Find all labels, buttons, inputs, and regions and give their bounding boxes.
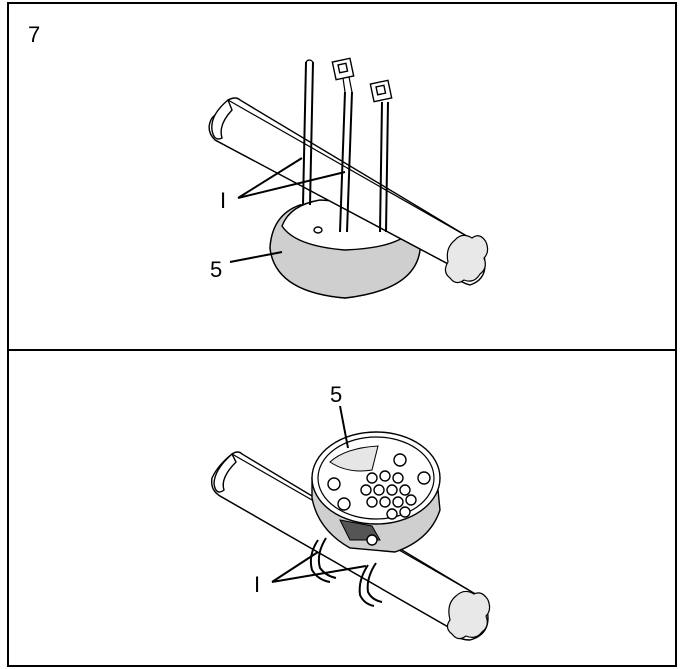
bottom-panel-illustration: 5 I [210,382,491,641]
part-leader-line-bottom [339,405,349,449]
part-leader-line-top [229,251,283,263]
frame-tube-top [208,97,489,286]
part-label-bottom: 5 [330,382,342,407]
tie-label-top: I [220,188,226,213]
keypad [360,470,417,520]
step-number: 7 [28,22,40,47]
tie-leader-lines-bottom [271,551,367,583]
bottom-panel-frame [7,349,677,667]
tie-label-bottom: I [254,572,260,597]
top-panel-illustration: I 5 [208,57,489,299]
tie-leader-lines-top [237,157,346,199]
cable-ties-bottom [309,537,383,607]
console-unit [311,431,441,553]
part-label-top: 5 [210,257,222,282]
